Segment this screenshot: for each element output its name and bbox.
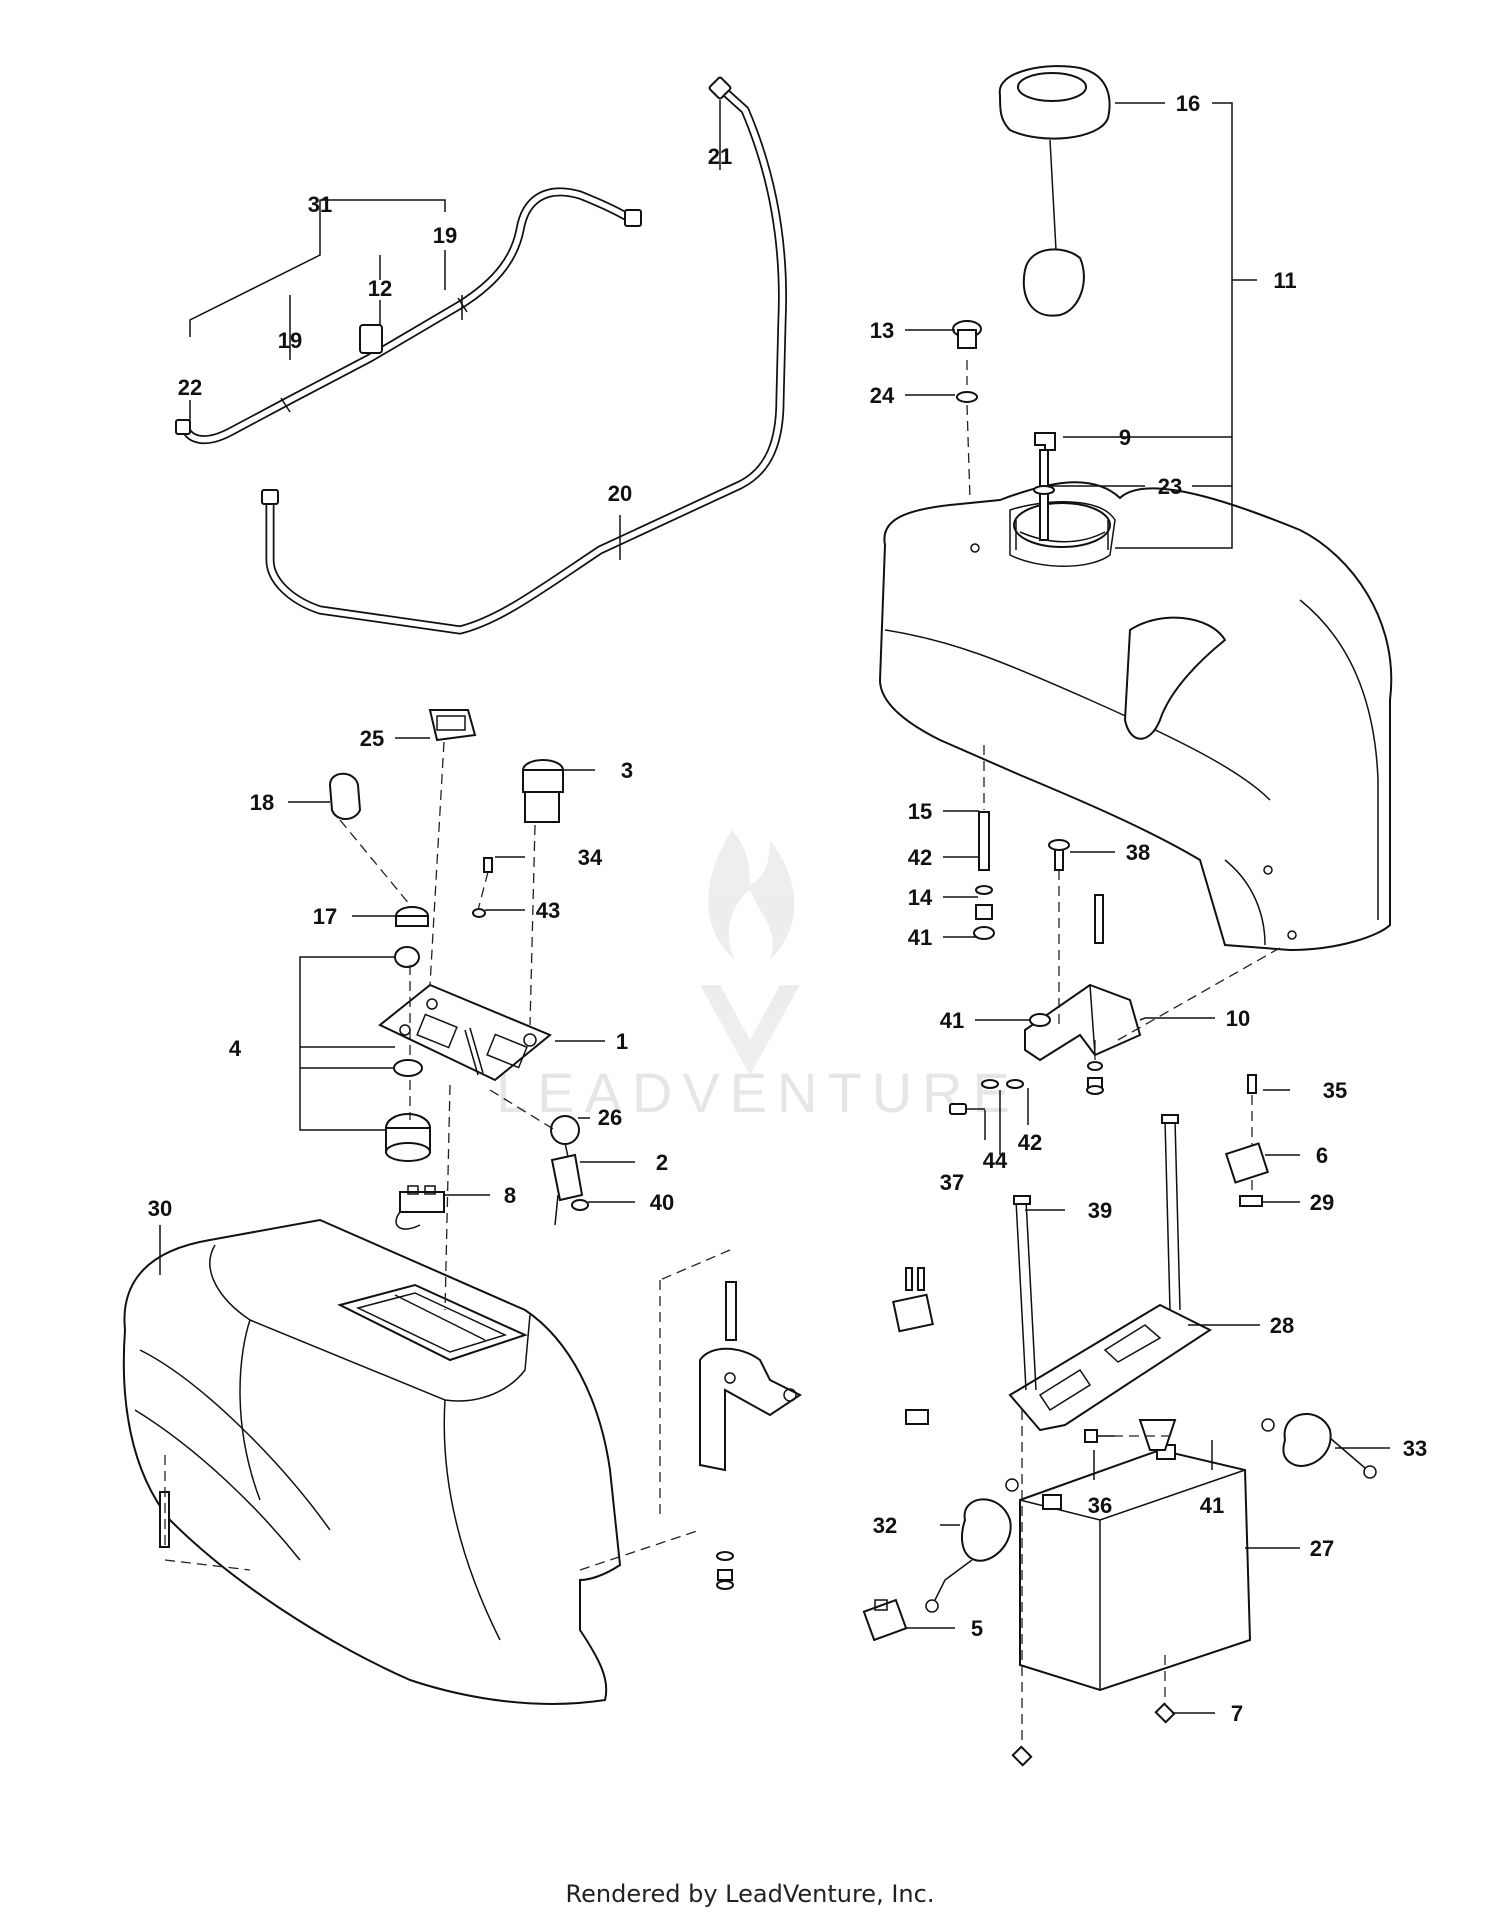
callout-34: 34	[578, 845, 603, 870]
callout-43: 43	[536, 898, 560, 923]
callout-8: 8	[504, 1183, 516, 1208]
callout-24: 24	[870, 383, 895, 408]
callout-5: 5	[971, 1616, 983, 1641]
callout-19-left: 19	[278, 328, 302, 353]
connector-8	[395, 1185, 445, 1230]
alignment-lines	[164, 360, 1286, 1745]
rocker-switch-25	[428, 709, 477, 742]
callout-27: 27	[1310, 1536, 1334, 1561]
watermark-logo	[700, 830, 800, 1075]
callout-14: 14	[908, 885, 933, 910]
callout-4: 4	[229, 1036, 242, 1061]
callout-32: 32	[873, 1513, 897, 1538]
knob-17	[395, 906, 429, 927]
callout-12: 12	[368, 276, 392, 301]
leader-lines	[159, 100, 1390, 1714]
callout-35: 35	[1323, 1078, 1347, 1103]
callout-20: 20	[608, 481, 632, 506]
callout-42-bottom: 42	[1018, 1130, 1042, 1155]
tank-mount-bracket-10	[949, 811, 1142, 1115]
callout-9: 9	[1119, 425, 1131, 450]
callout-31: 31	[308, 192, 332, 217]
callout-7: 7	[1231, 1701, 1243, 1726]
callout-18: 18	[250, 790, 274, 815]
watermark-text: LEADVENTURE	[496, 1061, 1020, 1124]
callout-36: 36	[1088, 1493, 1112, 1518]
vent-and-fittings	[952, 320, 1056, 541]
battery-27	[1019, 1419, 1252, 1692]
callout-38: 38	[1126, 840, 1150, 865]
callout-26: 26	[598, 1105, 622, 1130]
nuts-7	[1011, 1702, 1176, 1767]
relay-6	[1224, 1074, 1270, 1207]
knob-18	[328, 772, 362, 820]
callout-21: 21	[708, 144, 732, 169]
callout-19-right: 19	[433, 223, 457, 248]
fuel-line-20	[261, 76, 787, 635]
battery-tray-28	[892, 1114, 1213, 1432]
callout-10: 10	[1226, 1006, 1250, 1031]
callout-22: 22	[178, 375, 202, 400]
callout-25: 25	[360, 726, 384, 751]
callout-40: 40	[650, 1190, 674, 1215]
callout-1: 1	[616, 1029, 628, 1054]
callout-30: 30	[148, 1196, 172, 1221]
callout-11: 11	[1273, 268, 1296, 293]
callout-23: 23	[1158, 474, 1182, 499]
ignition-switch-4	[385, 946, 431, 1162]
footer-credit: Rendered by LeadVenture, Inc.	[565, 1880, 935, 1908]
callout-33: 33	[1403, 1436, 1427, 1461]
callout-41-battery: 41	[1200, 1493, 1224, 1518]
callout-3: 3	[621, 758, 633, 783]
callout-37: 37	[940, 1170, 964, 1195]
callout-15: 15	[908, 799, 932, 824]
callout-44: 44	[983, 1148, 1008, 1173]
callout-41-left: 41	[908, 925, 932, 950]
callout-2: 2	[656, 1150, 668, 1175]
fuel-filter-12	[359, 324, 383, 354]
dash-panel-1	[378, 983, 552, 1082]
callout-13: 13	[870, 318, 894, 343]
callout-39: 39	[1088, 1198, 1112, 1223]
throttle-lever-2	[550, 1115, 589, 1226]
switch-3	[522, 759, 564, 823]
hose-clamp-22	[175, 419, 191, 435]
callout-6: 6	[1316, 1143, 1328, 1168]
switch-5	[862, 1598, 908, 1642]
callout-17: 17	[313, 904, 337, 929]
callout-labels: 1 2 3 4 5 6 7 8 9 10 11 12 13 14 15 16 1…	[148, 91, 1427, 1726]
callout-16: 16	[1176, 91, 1200, 116]
fuel-cap-16	[998, 65, 1111, 317]
battery-cables-32-33	[925, 1413, 1377, 1613]
callout-29: 29	[1310, 1190, 1334, 1215]
dash-housing-30	[122, 1218, 622, 1705]
fuel-tank	[878, 481, 1393, 952]
callout-41-bracket: 41	[940, 1008, 964, 1033]
callout-28: 28	[1270, 1313, 1294, 1338]
callout-42-left: 42	[908, 845, 932, 870]
fuel-hose-assembly	[175, 187, 642, 445]
screw-34-washer-43	[472, 857, 493, 918]
